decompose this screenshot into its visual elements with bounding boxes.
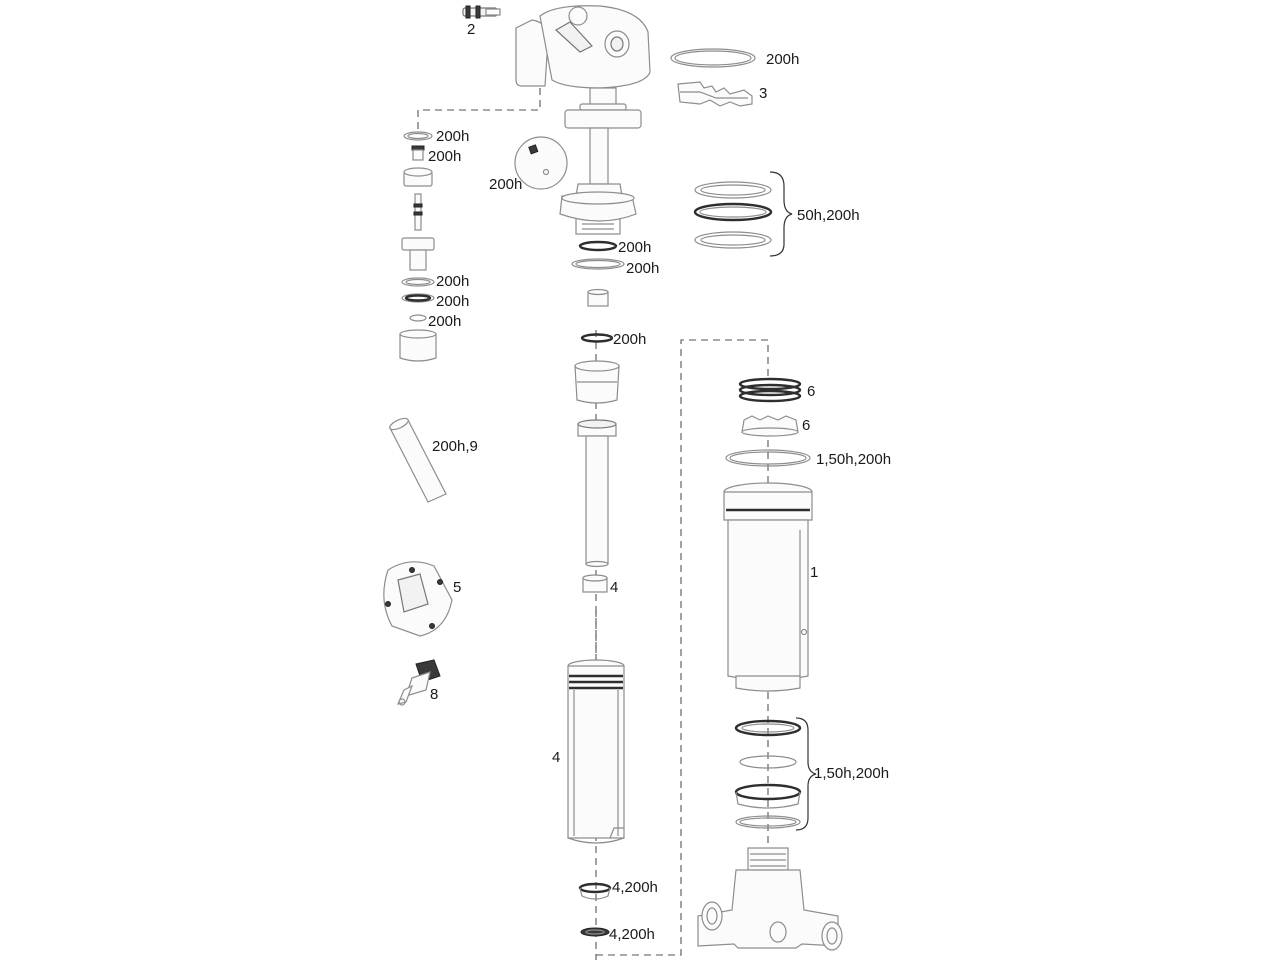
label-spring-1: 6 <box>807 383 815 400</box>
air-can-part <box>723 482 813 692</box>
seals-lower-part <box>734 717 817 831</box>
label-clip: 3 <box>759 85 767 102</box>
label-pin: 200h,9 <box>432 438 478 455</box>
label-tool: 5 <box>453 579 461 596</box>
shaft-parts <box>571 240 625 593</box>
spring-parts <box>725 377 811 467</box>
bleed-valve-part <box>396 659 441 706</box>
label-wiper-1: 4,200h <box>612 879 658 896</box>
label-disc: 200h <box>489 176 522 193</box>
label-side-oring-b: 200h <box>428 148 461 165</box>
label-shaft-oring-b: 200h <box>626 260 659 277</box>
label-valve-adapter: 2 <box>467 21 475 38</box>
label-side-oring-a: 200h <box>436 128 469 145</box>
side-assembly-parts <box>399 131 437 362</box>
label-shaft-oring-a: 200h <box>618 239 651 256</box>
wiper-parts <box>578 882 612 937</box>
label-side-oring-e: 200h <box>428 313 461 330</box>
label-bushing: 4 <box>610 579 618 596</box>
inner-tube-part <box>567 659 625 844</box>
label-side-oring-d: 200h <box>436 293 469 310</box>
label-top-seal: 200h <box>766 51 799 68</box>
label-piston-rings: 50h,200h <box>797 207 860 224</box>
valve-adapter-part <box>462 5 501 19</box>
label-bleed-valve: 8 <box>430 686 438 703</box>
pin-part <box>389 417 447 503</box>
label-spring-2: 6 <box>802 417 810 434</box>
label-shaft-oring-c: 200h <box>613 331 646 348</box>
piston-rings-part <box>693 171 793 257</box>
clip-part <box>677 81 753 107</box>
damper-head-part <box>515 5 651 185</box>
top-seal-part <box>670 48 756 68</box>
piston-head-part <box>559 183 637 235</box>
label-side-oring-c: 200h <box>436 273 469 290</box>
tool-part <box>383 561 453 637</box>
label-inner-tube: 4 <box>552 749 560 766</box>
label-wiper-2: 4,200h <box>609 926 655 943</box>
label-seals-lower: 1,50h,200h <box>814 765 889 782</box>
label-air-can: 1 <box>810 564 818 581</box>
label-can-oring: 1,50h,200h <box>816 451 891 468</box>
lower-fitting-part <box>697 847 843 951</box>
part-labels: 2 200h 3 200h 200h 200h 50h,200h 200h 20… <box>428 21 891 943</box>
disc-part <box>514 136 568 190</box>
